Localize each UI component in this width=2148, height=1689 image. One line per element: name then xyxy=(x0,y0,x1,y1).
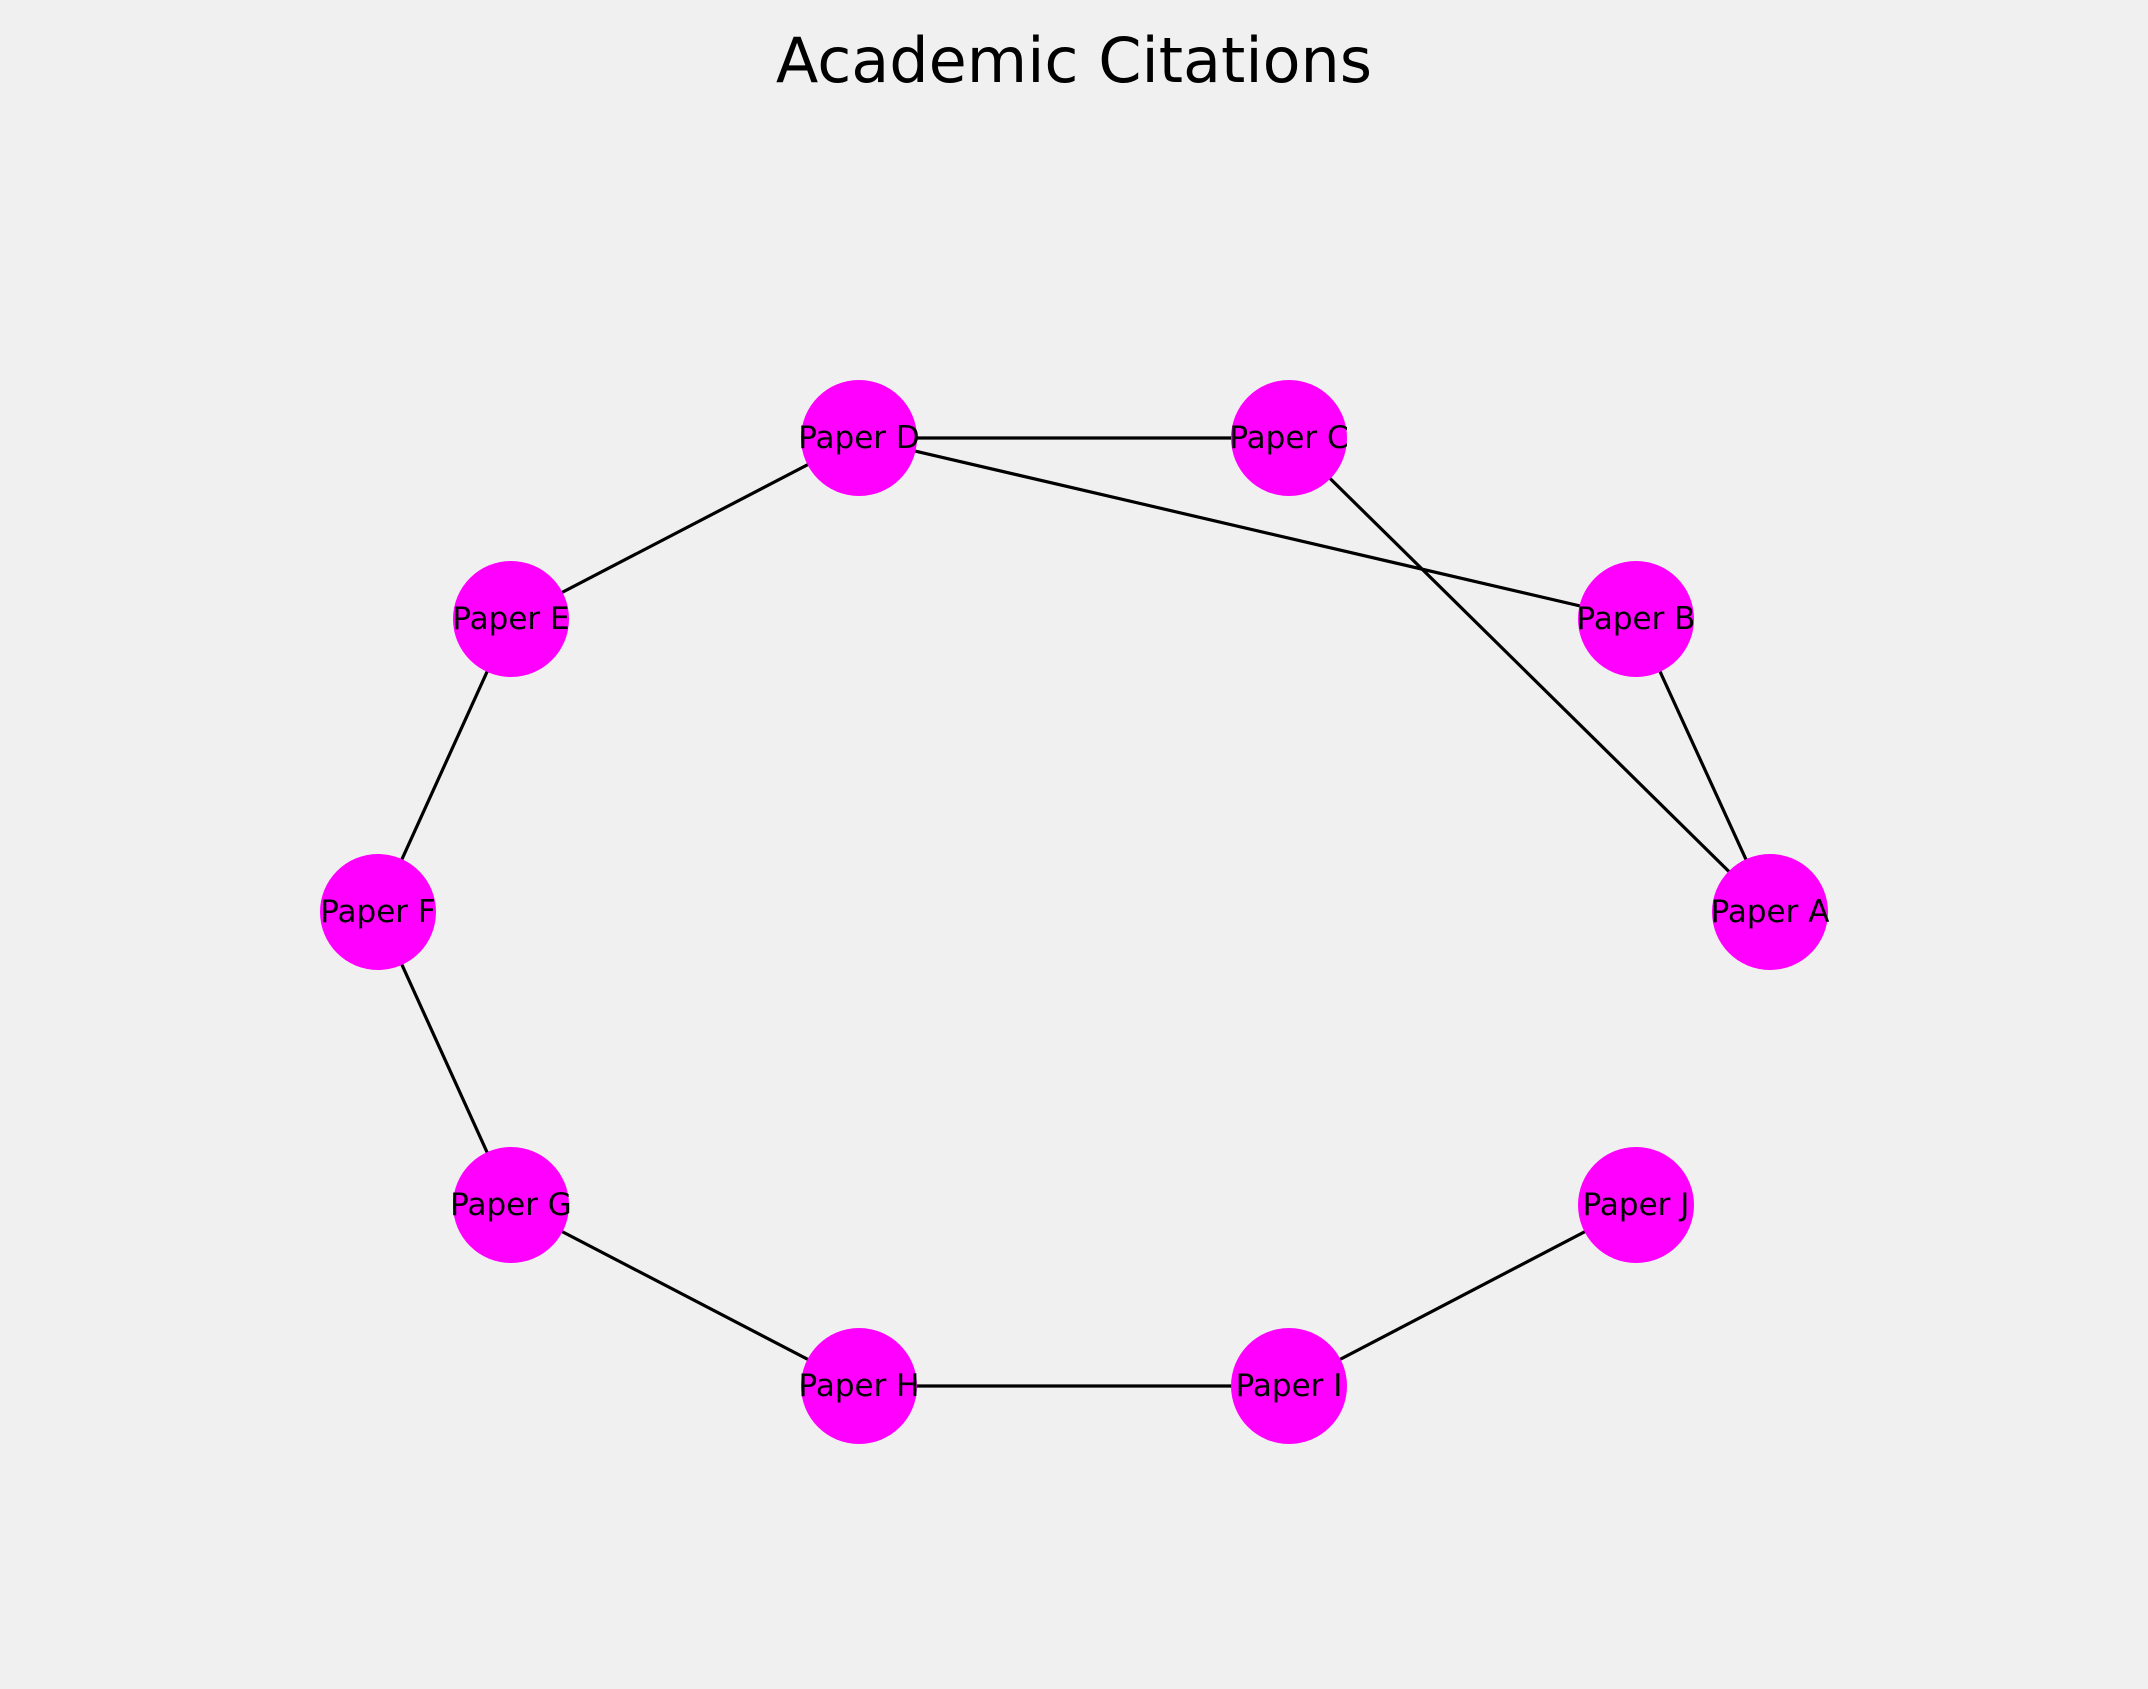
edge-d-b xyxy=(858,436,1637,621)
edge-i-j xyxy=(1288,1203,1637,1388)
node-label: Paper E xyxy=(452,601,569,637)
node-circle xyxy=(1712,854,1828,970)
node-label: Paper C xyxy=(1229,420,1348,456)
node-label: Paper I xyxy=(1236,1368,1343,1404)
node-i: Paper I xyxy=(1231,1328,1347,1444)
node-circle xyxy=(801,1328,917,1444)
node-d: Paper D xyxy=(798,380,920,496)
node-f: Paper F xyxy=(320,854,436,970)
node-circle xyxy=(1578,1147,1694,1263)
node-circle xyxy=(801,380,917,496)
nodes-layer: Paper A Paper B Paper C Paper D Paper E Paper… xyxy=(320,380,1829,1444)
edge-g-h xyxy=(510,1203,860,1388)
node-circle xyxy=(1231,380,1347,496)
node-circle xyxy=(1578,561,1694,677)
node-label: Paper A xyxy=(1711,894,1830,930)
node-a: Paper A xyxy=(1711,854,1830,970)
node-label: Paper G xyxy=(450,1187,572,1223)
node-g: Paper G xyxy=(450,1147,572,1263)
node-e: Paper E xyxy=(452,561,570,677)
node-label: Paper H xyxy=(799,1368,920,1404)
node-label: Paper B xyxy=(1577,601,1696,637)
node-j: Paper J xyxy=(1578,1147,1694,1263)
edges-layer xyxy=(376,436,1772,1388)
node-c: Paper C xyxy=(1229,380,1349,496)
node-circle xyxy=(320,854,436,970)
node-b: Paper B xyxy=(1577,561,1696,677)
node-circle xyxy=(453,1147,569,1263)
node-label: Paper J xyxy=(1583,1187,1690,1223)
node-label: Paper F xyxy=(320,894,435,930)
edge-c-a xyxy=(1287,436,1772,914)
node-circle xyxy=(1231,1328,1347,1444)
edge-d-e xyxy=(510,436,860,621)
node-h: Paper H xyxy=(799,1328,920,1444)
node-circle xyxy=(453,561,569,677)
diagram-title: Academic Citations xyxy=(775,24,1373,97)
node-label: Paper D xyxy=(798,420,920,456)
